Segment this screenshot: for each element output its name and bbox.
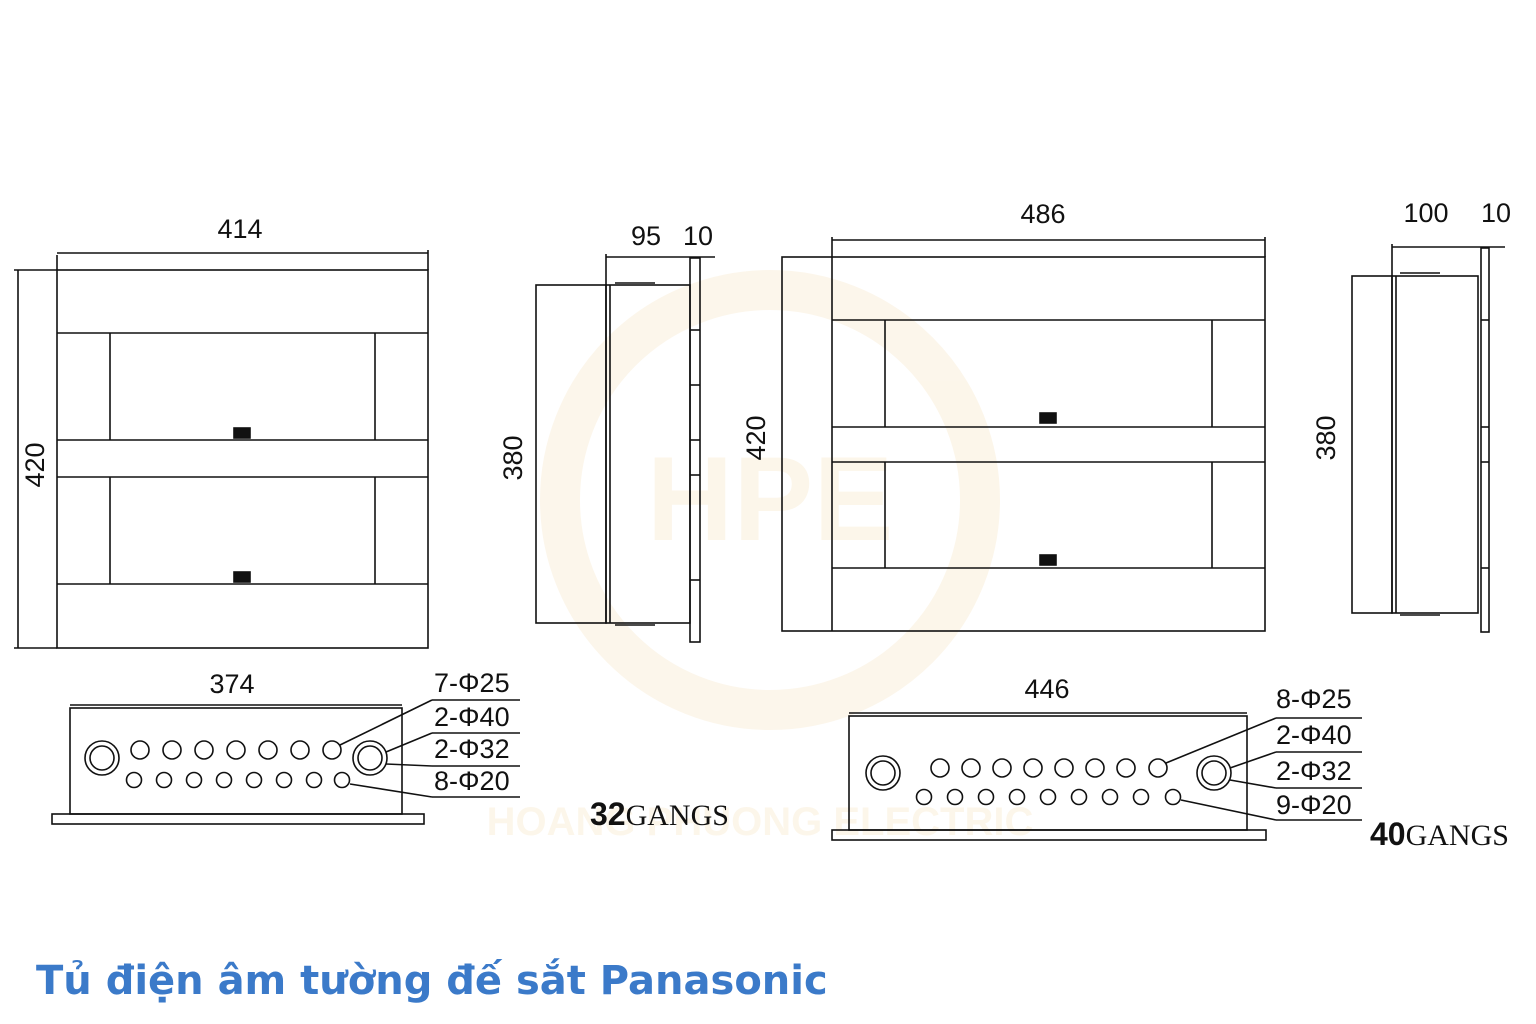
latch-bottom: [1039, 554, 1057, 566]
dim-depth-40: 100: [1403, 198, 1448, 228]
dim-height-40: 420: [741, 415, 771, 460]
bottom-view-40gangs: [831, 712, 1362, 841]
gangs-label-40-num: 40: [1370, 816, 1406, 852]
front-view-40gangs: [781, 237, 1266, 632]
front-view-32gangs: [14, 250, 429, 649]
dim-flange-40: 10: [1481, 198, 1511, 228]
gangs-label-40: 40GANGS: [1370, 816, 1509, 852]
hole-spec-40-3: 9-Φ20: [1276, 790, 1352, 820]
gangs-label-32: 32GANGS: [590, 796, 729, 832]
hole-spec-40-1: 2-Φ40: [1276, 720, 1352, 750]
hole-spec-32-1: 2-Φ40: [434, 702, 510, 732]
latch-top: [233, 427, 251, 439]
bottom-view-32gangs: [51, 699, 520, 825]
hole-spec-32-3: 8-Φ20: [434, 766, 510, 796]
dim-width-32: 414: [217, 214, 262, 244]
watermark-text: HPE: [647, 432, 894, 566]
dim-width-40: 486: [1020, 199, 1065, 229]
dim-bottom-width-40: 446: [1024, 674, 1069, 704]
hole-spec-32-2: 2-Φ32: [434, 734, 510, 764]
side-view-40gangs: [1351, 244, 1505, 633]
dim-bottom-width-32: 374: [209, 669, 254, 699]
side-view-32gangs: [535, 254, 715, 643]
gangs-label-32-word: GANGS: [626, 799, 729, 832]
latch-top: [1039, 412, 1057, 424]
dim-flange-32: 10: [683, 221, 713, 251]
watermark-subtext: HOANG PHUONG ELECTRIC: [487, 800, 1034, 844]
watermark-logo: HPE HOANG PHUONG ELECTRIC: [487, 270, 1034, 844]
hole-spec-40-2: 2-Φ32: [1276, 756, 1352, 786]
hole-spec-32-0: 7-Φ25: [434, 668, 510, 698]
dim-side-height-40: 380: [1311, 415, 1341, 460]
latch-bottom: [233, 571, 251, 583]
page-caption: Tủ điện âm tường đế sắt Panasonic: [36, 958, 828, 1004]
gangs-label-40-word: GANGS: [1406, 819, 1509, 852]
dim-side-height-32: 380: [498, 435, 528, 480]
dim-depth-32: 95: [631, 221, 661, 251]
hole-spec-40-0: 8-Φ25: [1276, 684, 1352, 714]
dim-height-32: 420: [20, 442, 50, 487]
gangs-label-32-num: 32: [590, 796, 626, 832]
